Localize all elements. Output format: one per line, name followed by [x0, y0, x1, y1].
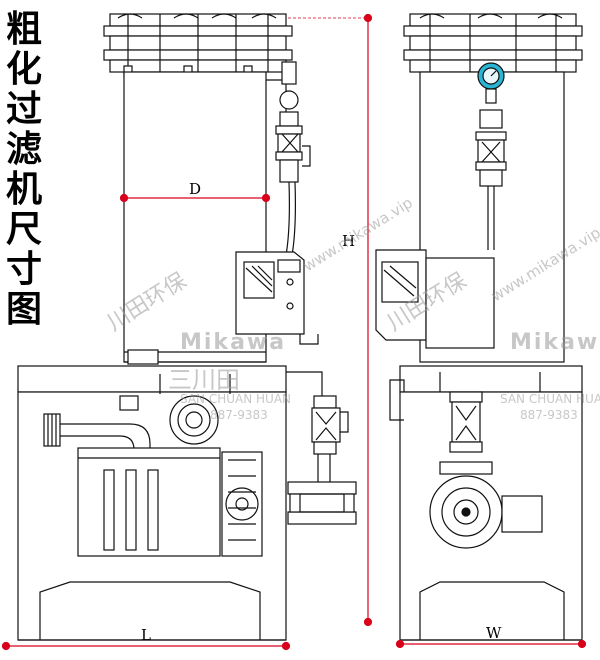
- watermark-phone: 887-9383: [520, 408, 578, 422]
- dim-dot: [1, 641, 11, 651]
- dimension-lines: [1, 13, 587, 651]
- outlet-valve: [286, 371, 357, 525]
- dim-label-l: L: [141, 626, 151, 644]
- dim-dot: [395, 639, 405, 649]
- strainer-box: [77, 447, 221, 557]
- title-char: 尺: [5, 209, 42, 250]
- side-filter-lid: [403, 13, 583, 73]
- side-pump: [429, 372, 543, 549]
- title-char: 图: [5, 289, 42, 330]
- vent-assembly: [266, 61, 311, 269]
- title-char: 寸: [5, 249, 42, 290]
- dim-dot: [577, 639, 587, 649]
- front-view: [17, 13, 357, 641]
- side-motor-housing: [375, 249, 495, 349]
- dim-label-d: D: [189, 180, 202, 198]
- dim-dot: [281, 641, 291, 651]
- watermark-brand: Mikawa: [510, 330, 600, 355]
- title-char: 粗: [5, 9, 42, 50]
- pump-motor-housing: [235, 251, 319, 345]
- inner-piping: [43, 374, 231, 454]
- title-char: 滤: [5, 129, 42, 170]
- dim-label-h: H: [342, 232, 356, 250]
- title-char: 机: [5, 169, 42, 210]
- pressure-gauge: [475, 62, 507, 250]
- dim-dot: [261, 193, 271, 203]
- dim-dot: [119, 193, 129, 203]
- filter-lid: [103, 13, 293, 77]
- title-char: 化: [5, 49, 42, 90]
- watermark-company: SAN CHUAN HUAN: [180, 392, 292, 406]
- dim-dot: [363, 617, 373, 627]
- dim-label-w: W: [486, 624, 502, 642]
- watermark-company: SAN CHUAN HUAN: [500, 392, 600, 406]
- pump: [221, 451, 263, 557]
- side-view: [375, 13, 583, 641]
- watermark-brand: Mikawa: [180, 330, 287, 355]
- title-char: 过: [5, 89, 42, 130]
- watermark-phone: 887-9383: [210, 408, 268, 422]
- watermark-brand-cn: 三川田: [168, 366, 240, 394]
